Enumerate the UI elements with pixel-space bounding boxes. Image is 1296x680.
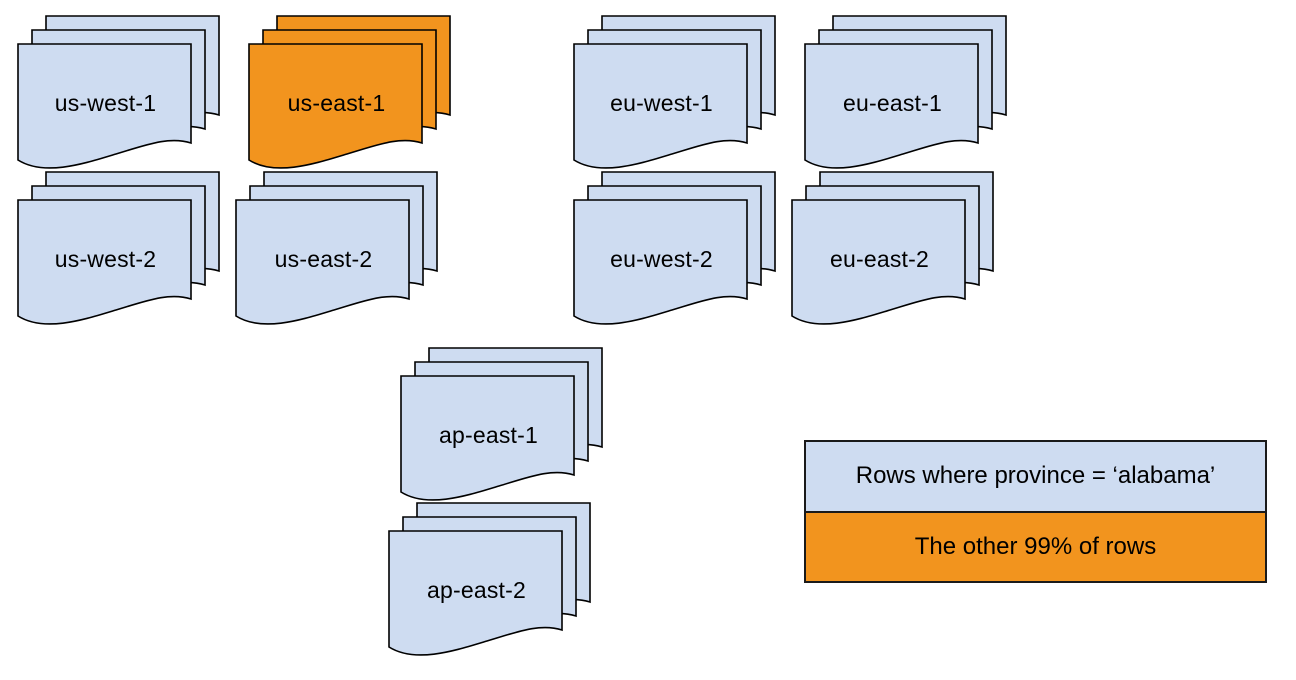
region-stack-eu-west-1: eu-west-1 xyxy=(572,14,778,178)
document-stack-icon xyxy=(791,171,994,325)
region-stack-us-east-1: us-east-1 xyxy=(247,14,453,178)
document-stack-icon xyxy=(388,502,591,656)
region-stack-ap-east-1: ap-east-1 xyxy=(399,346,605,510)
region-stack-eu-east-1: eu-east-1 xyxy=(803,14,1009,178)
document-stack-icon xyxy=(400,347,603,501)
document-stack-icon xyxy=(804,15,1007,169)
document-stack-icon xyxy=(235,171,438,325)
region-stack-us-west-1: us-west-1 xyxy=(16,14,222,178)
document-stack-icon xyxy=(17,171,220,325)
document-stack-icon xyxy=(573,15,776,169)
region-stack-us-west-2: us-west-2 xyxy=(16,170,222,334)
document-stack-icon xyxy=(573,171,776,325)
region-stack-us-east-2: us-east-2 xyxy=(234,170,440,334)
legend: Rows where province = ‘alabama’ The othe… xyxy=(804,440,1267,583)
document-stack-icon xyxy=(248,15,451,169)
region-stack-eu-west-2: eu-west-2 xyxy=(572,170,778,334)
legend-item-other-rows: The other 99% of rows xyxy=(806,512,1265,581)
region-stack-eu-east-2: eu-east-2 xyxy=(790,170,996,334)
document-stack-icon xyxy=(17,15,220,169)
region-stack-ap-east-2: ap-east-2 xyxy=(387,501,593,665)
legend-item-alabama-rows: Rows where province = ‘alabama’ xyxy=(806,442,1265,513)
